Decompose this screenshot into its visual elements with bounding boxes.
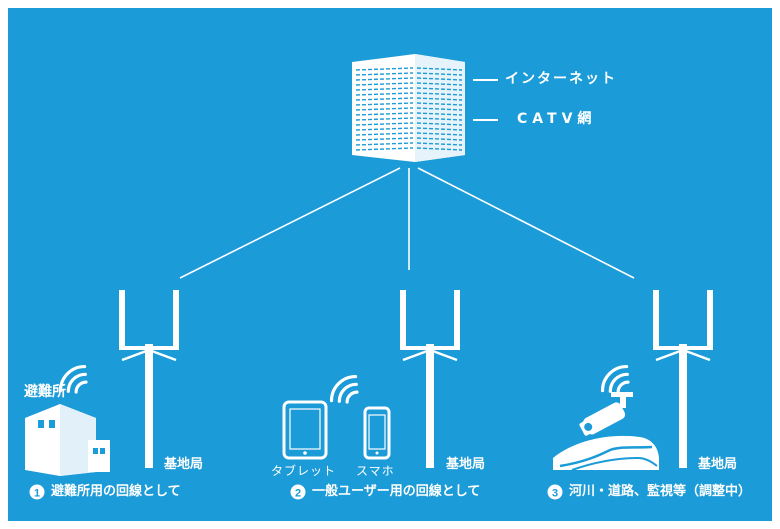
caption-3: 河川・道路、監視等（調整中） bbox=[569, 484, 752, 499]
base-station-label-2: 基地局 bbox=[446, 457, 486, 472]
base-station-label-1: 基地局 bbox=[164, 457, 204, 472]
river-road-icon bbox=[553, 435, 659, 471]
number-2-text: 2 bbox=[295, 488, 301, 500]
server-icon bbox=[352, 54, 465, 162]
tablet-label: タブレット bbox=[271, 464, 337, 478]
number-badge-3: 3 bbox=[547, 484, 563, 500]
number-1-text: 1 bbox=[34, 488, 40, 500]
base-station-label-3: 基地局 bbox=[698, 457, 738, 472]
shelter-label: 避難所 bbox=[24, 384, 66, 400]
wifi-icon-3 bbox=[600, 364, 630, 394]
antenna-1-icon bbox=[119, 290, 179, 468]
smartphone-label: スマホ bbox=[356, 464, 395, 478]
tablet-icon bbox=[282, 400, 328, 460]
wifi-icon-2 bbox=[329, 374, 359, 404]
antenna-3-icon bbox=[653, 290, 713, 468]
internet-label: インターネット bbox=[505, 71, 617, 87]
caption-2: 一般ユーザー用の回線として bbox=[312, 484, 481, 499]
number-3-text: 3 bbox=[552, 488, 558, 500]
number-badge-2: 2 bbox=[290, 484, 306, 500]
caption-1: 避難所用の回線として bbox=[51, 484, 181, 499]
security-camera-icon bbox=[579, 392, 633, 436]
link-line-3 bbox=[417, 167, 635, 279]
wifi-icon-1 bbox=[58, 364, 88, 394]
smartphone-icon bbox=[363, 406, 391, 460]
link-line-1 bbox=[179, 167, 401, 279]
number-badge-1: 1 bbox=[29, 484, 45, 500]
shelter-building-icon bbox=[25, 404, 110, 476]
antenna-2-icon bbox=[400, 290, 460, 468]
catv-network-label: CATV網 bbox=[517, 111, 597, 127]
